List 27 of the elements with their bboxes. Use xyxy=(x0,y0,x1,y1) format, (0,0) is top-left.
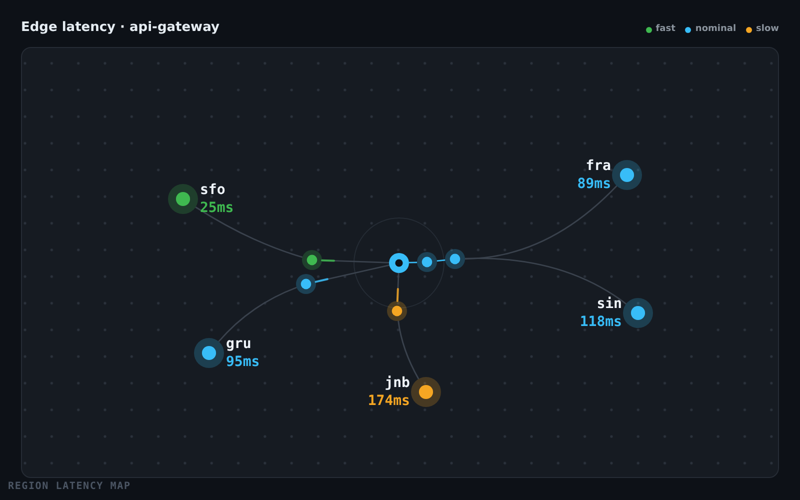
region-code: jnb xyxy=(384,374,410,392)
waypoint-marker xyxy=(302,250,322,270)
waypoint-marker xyxy=(296,274,316,294)
connection-line xyxy=(195,206,303,258)
legend-label: slow xyxy=(756,24,779,35)
region-code: fra xyxy=(586,157,611,175)
connection-line xyxy=(436,259,446,262)
waypoint-marker xyxy=(445,249,465,269)
latency-value: 174ms xyxy=(368,392,410,410)
latency-value: 118ms xyxy=(580,313,622,331)
connection-line xyxy=(464,185,618,260)
footer-caption: REGION LATENCY MAP xyxy=(8,481,131,493)
waypoint-marker xyxy=(417,252,437,272)
connection-line xyxy=(465,258,626,304)
region-code: sin xyxy=(596,295,622,313)
region-code: gru xyxy=(226,335,252,353)
legend-label: nominal xyxy=(695,24,736,35)
latency-value: 25ms xyxy=(200,199,234,217)
connection-line xyxy=(218,286,297,342)
region-code: sfo xyxy=(200,181,226,199)
diagram-title: Edge latency · api-gateway xyxy=(21,19,220,37)
latency-value: 95ms xyxy=(226,353,260,371)
legend-label: fast xyxy=(656,24,676,35)
waypoint-marker xyxy=(387,301,407,321)
hub-marker xyxy=(389,253,409,273)
latency-value: 89ms xyxy=(577,175,611,193)
connection-line xyxy=(398,320,420,380)
